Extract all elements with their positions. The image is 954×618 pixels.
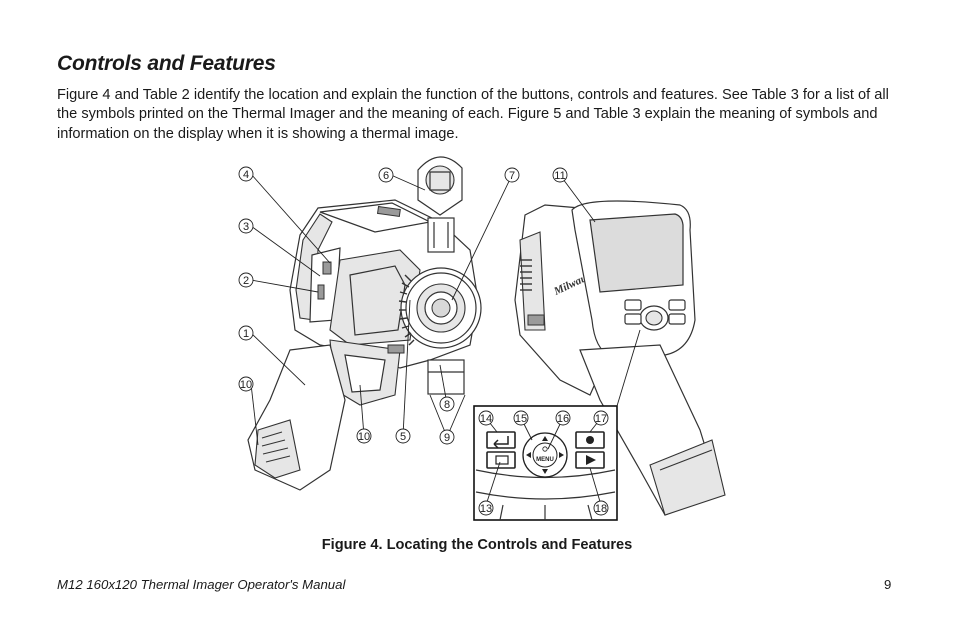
svg-text:2: 2 [243, 275, 249, 287]
svg-text:3: 3 [243, 221, 249, 233]
svg-text:7: 7 [509, 170, 515, 182]
menu-key-label: MENU [536, 457, 554, 463]
callout-5: 5 [395, 428, 411, 444]
svg-text:13: 13 [480, 503, 492, 515]
intro-paragraph: Figure 4 and Table 2 identify the locati… [57, 87, 889, 142]
svg-text:17: 17 [595, 413, 607, 425]
svg-text:10: 10 [240, 379, 252, 391]
callout-14: 14 [478, 410, 494, 426]
svg-text:15: 15 [515, 413, 527, 425]
footer-manual-title: M12 160x120 Thermal Imager Operator's Ma… [57, 577, 346, 592]
callout-13: 13 [478, 500, 494, 516]
svg-text:18: 18 [595, 503, 607, 515]
callout-6: 6 [378, 167, 394, 183]
figure-caption: Figure 4. Locating the Controls and Feat… [321, 537, 633, 553]
figure-controls-illustration: Milwaukee [230, 150, 740, 530]
callout-3: 3 [238, 218, 254, 234]
callout-8: 8 [439, 396, 455, 412]
callout-18: 18 [593, 500, 609, 516]
callout-4: 4 [238, 166, 254, 182]
callout-2: 2 [238, 272, 254, 288]
svg-text:11: 11 [554, 170, 565, 182]
callout-7: 7 [504, 167, 520, 183]
camera-front-illustration [247, 156, 482, 491]
svg-text:6: 6 [383, 170, 389, 182]
callout-10: 10 [356, 428, 372, 444]
keypad-inset: MENU [473, 329, 641, 521]
callout-17: 17 [593, 410, 609, 426]
svg-text:8: 8 [444, 399, 450, 411]
page-number: 9 [884, 577, 892, 592]
callout-1: 1 [238, 325, 254, 341]
svg-text:4: 4 [243, 169, 249, 181]
svg-text:16: 16 [557, 413, 569, 425]
camera-back-illustration: Milwaukee [514, 200, 726, 516]
callout-15: 15 [513, 410, 529, 426]
svg-text:9: 9 [444, 432, 450, 444]
callout-9: 9 [439, 429, 455, 445]
section-heading: Controls and Features [57, 52, 276, 75]
svg-text:10: 10 [358, 431, 370, 443]
svg-text:1: 1 [243, 328, 249, 340]
leader-lines [250, 173, 602, 506]
callout-16: 16 [555, 410, 571, 426]
svg-text:14: 14 [480, 413, 492, 425]
svg-text:5: 5 [400, 431, 406, 443]
callout-12: 11 [552, 167, 568, 183]
callout-11: 10 [238, 376, 254, 392]
